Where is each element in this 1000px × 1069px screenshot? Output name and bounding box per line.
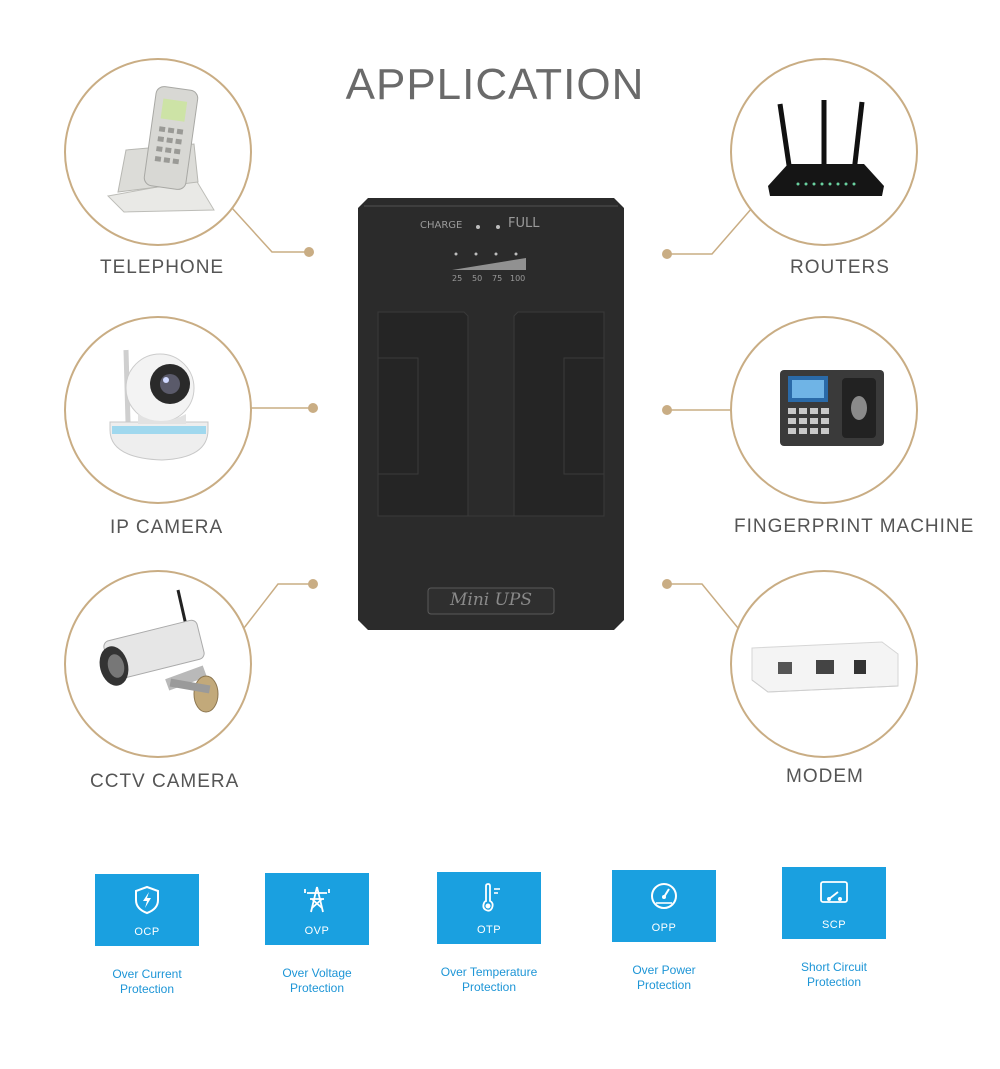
scp-description: Short Circuit Protection [764, 960, 904, 990]
telephone-label: TELEPHONE [100, 257, 225, 278]
full-label: FULL [508, 216, 540, 231]
charge-label: CHARGE [420, 220, 463, 231]
opp-box: OPP [612, 870, 716, 942]
cctv-camera-icon [99, 589, 219, 713]
cctv-camera-circle [64, 570, 252, 758]
connector-dot [662, 249, 672, 259]
scp-line1: Short Circuit [800, 960, 868, 974]
fingerprint-machine-icon [780, 370, 884, 446]
ip-camera-circle [64, 316, 252, 504]
ocp-description: Over Current Protection [77, 967, 217, 997]
mini-ups-device: CHARGE FULL 25 50 75 100 Mini UPS [358, 198, 624, 630]
modem-icon [751, 641, 899, 693]
ocp-line2: Protection [119, 982, 175, 996]
otp-line1: Over Temperature [440, 965, 538, 979]
opp-abbr: OPP [651, 922, 677, 934]
brand-label: Mini UPS [449, 590, 533, 610]
ocp-abbr: OCP [134, 926, 160, 938]
ovp-line2: Protection [289, 981, 345, 995]
mini-ups-body [358, 198, 624, 630]
telephone-icon [106, 86, 215, 213]
level-label-75: 75 [492, 274, 503, 283]
ovp-description: Over Voltage Protection [247, 966, 387, 996]
scp-abbr: SCP [821, 919, 847, 931]
ovp-line1: Over Voltage [282, 966, 352, 980]
ocp-box: OCP [95, 874, 199, 946]
connector-dot [662, 579, 672, 589]
thermometer-icon [482, 883, 500, 912]
opp-line1: Over Power [632, 963, 696, 977]
ip-camera-icon [109, 349, 209, 461]
modem-label: MODEM [786, 766, 864, 787]
otp-line2: Protection [461, 980, 517, 994]
connector-dot [662, 405, 672, 415]
routers-label: ROUTERS [790, 257, 890, 278]
connector-dot [308, 403, 318, 413]
cctv-camera-label: CCTV CAMERA [90, 771, 240, 792]
gauge-icon [651, 883, 677, 909]
opp-description: Over Power Protection [594, 963, 734, 993]
page-title: APPLICATION [345, 60, 645, 109]
scp-box: SCP [782, 867, 886, 939]
fingerprint-machine-label: FINGERPRINT MACHINE [734, 516, 975, 537]
level-label-25: 25 [452, 274, 463, 283]
ovp-abbr: OVP [304, 925, 330, 937]
connector-dot [308, 579, 318, 589]
routers-circle [730, 58, 918, 246]
modem-circle [730, 570, 918, 758]
otp-description: Over Temperature Protection [419, 965, 559, 995]
opp-line2: Protection [636, 978, 692, 992]
fingerprint-machine-circle [730, 316, 918, 504]
ocp-line1: Over Current [112, 967, 182, 981]
ip-camera-label: IP CAMERA [110, 517, 224, 538]
telephone-circle [64, 58, 252, 246]
power-tower-icon [304, 886, 330, 913]
level-label-100: 100 [510, 274, 526, 283]
ovp-box: OVP [265, 873, 369, 945]
scp-line2: Protection [806, 975, 862, 989]
otp-box: OTP [437, 872, 541, 944]
shield-bolt-icon [135, 885, 159, 915]
connector-dot [304, 247, 314, 257]
otp-abbr: OTP [476, 924, 502, 936]
switch-icon [820, 881, 848, 903]
level-label-50: 50 [472, 274, 483, 283]
router-icon [768, 100, 884, 196]
